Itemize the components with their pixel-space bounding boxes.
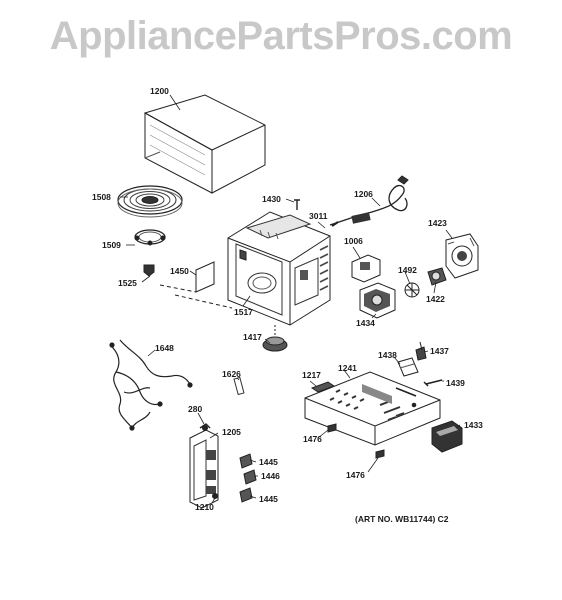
transformer-part <box>431 420 463 453</box>
base-plate-part <box>304 371 441 446</box>
diode-part <box>415 341 427 361</box>
label-1525: 1525 <box>118 278 137 288</box>
label-1200: 1200 <box>150 86 169 96</box>
label-1434: 1434 <box>356 318 375 328</box>
outer-case-part <box>143 94 266 194</box>
label-1517: 1517 <box>234 307 253 317</box>
label-1422: 1422 <box>426 294 445 304</box>
screw-1210-part <box>212 493 218 499</box>
leader-lines <box>120 94 461 504</box>
fan-blade-part <box>404 282 420 298</box>
label-1430: 1430 <box>262 194 281 204</box>
label-1439: 1439 <box>446 378 465 388</box>
label-1476-upper: 1476 <box>303 434 322 444</box>
label-1445-upper: 1445 <box>259 457 278 467</box>
label-1217: 1217 <box>302 370 321 380</box>
label-1417: 1417 <box>243 332 262 342</box>
label-1450: 1450 <box>170 266 189 276</box>
door-latch-assembly-part <box>189 423 219 509</box>
turntable-tray-part <box>117 185 183 218</box>
wire-harness-part <box>109 339 193 431</box>
watermark-logo: AppliancePartsPros.com <box>49 14 513 58</box>
label-3011: 3011 <box>309 211 328 221</box>
thermostat-bracket-part <box>351 254 381 283</box>
label-1648: 1648 <box>155 343 174 353</box>
label-1492: 1492 <box>398 265 417 275</box>
foot-1476b-part <box>375 449 385 459</box>
switch-1446-part <box>243 469 257 485</box>
switch-1445a-part <box>239 453 253 469</box>
fan-housing-part <box>445 233 479 279</box>
capacitor-part <box>397 357 419 377</box>
label-280: 280 <box>188 404 203 414</box>
screw-1439-part <box>423 379 443 387</box>
foot-1476a-part <box>327 423 337 433</box>
label-1446: 1446 <box>261 471 280 481</box>
label-1205: 1205 <box>222 427 241 437</box>
label-1433: 1433 <box>464 420 483 430</box>
label-1006: 1006 <box>344 236 363 246</box>
label-1437: 1437 <box>430 346 449 356</box>
oven-cavity-part <box>227 211 331 326</box>
label-1438: 1438 <box>378 350 397 360</box>
label-1509: 1509 <box>102 240 121 250</box>
label-1206: 1206 <box>354 189 373 199</box>
coupler-part <box>143 264 155 277</box>
art-number-caption: (ART NO. WB11744) C2 <box>355 514 449 524</box>
power-cord-part <box>329 175 409 227</box>
roller-ring-part <box>134 229 166 246</box>
bracket-plate-part <box>159 261 233 309</box>
fuse-part <box>233 376 245 396</box>
label-1210: 1210 <box>195 502 214 512</box>
turntable-motor-part <box>262 325 288 352</box>
screw-1430-part <box>294 199 300 210</box>
label-1445-lower: 1445 <box>259 494 278 504</box>
label-1423: 1423 <box>428 218 447 228</box>
label-1476-lower: 1476 <box>346 470 365 480</box>
magnetron-part <box>359 282 396 319</box>
label-1241: 1241 <box>338 363 357 373</box>
label-1508: 1508 <box>92 192 111 202</box>
switch-1445b-part <box>239 487 253 503</box>
bracket-1217-part <box>310 381 336 393</box>
label-1626: 1626 <box>222 369 241 379</box>
fan-motor-part <box>427 267 447 286</box>
